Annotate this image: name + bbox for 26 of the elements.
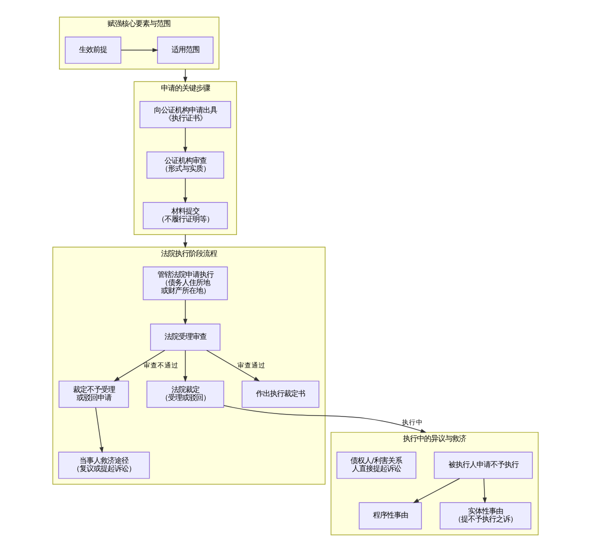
arrow <box>482 478 487 504</box>
arrow <box>206 350 260 382</box>
arrow <box>183 350 188 382</box>
arrow <box>183 300 188 325</box>
node-box: 当事人救济途径（复议或提起诉讼） <box>58 452 150 479</box>
node-box: 适用范围 <box>157 36 214 64</box>
arrow <box>120 48 158 52</box>
node-box: 法院裁定（受理或驳回） <box>146 380 224 408</box>
arrow <box>183 178 188 204</box>
node-box: 公证机构审查（形式与实质） <box>146 152 224 179</box>
arrow <box>95 407 104 453</box>
node-box: 实体性事由（提不予执行之诉） <box>440 502 532 530</box>
node-box: 材料提交（不履行证明等） <box>142 202 228 230</box>
arrow <box>114 350 166 382</box>
node-box: 被执行人申请不予执行 <box>434 452 533 479</box>
node-box: 管辖法院申请执行（债务人住所地或财产所在地） <box>142 266 228 300</box>
arrow <box>224 405 426 433</box>
node-box: 生效前提 <box>64 36 122 64</box>
node-box: 裁定不予受理或驳回申请 <box>58 380 129 408</box>
node-box: 向公证机构申请出具《执行证书》 <box>140 101 232 128</box>
node-box: 作出执行裁定书 <box>242 380 320 408</box>
node-box: 法院受理审查 <box>150 324 220 351</box>
arrow <box>183 128 188 153</box>
node-box: 债权人/利害关系人直接提起诉讼 <box>336 452 416 479</box>
node-box: 程序性事由 <box>358 502 422 530</box>
arrow <box>413 478 460 504</box>
